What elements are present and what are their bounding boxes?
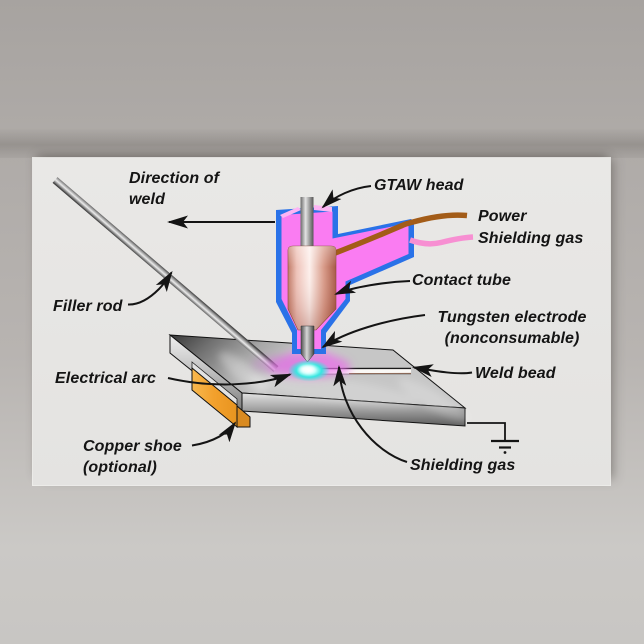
label-direction-of-weld: Direction of weld [129,170,220,208]
arrow-contact-tube [334,280,411,295]
power-wire [329,212,468,258]
label-contact-tube: Contact tube [412,272,511,289]
label-copper-shoe: Copper shoe (optional) [83,438,182,476]
torch-wall-top-left [280,207,301,218]
label-power: Power [478,208,527,225]
label-filler-rod: Filler rod [53,298,123,315]
label-tungsten-electrode: Tungsten electrode (nonconsumable) [437,309,587,347]
contact-tube-assembly [287,245,337,363]
label-electrical-arc: Electrical arc [55,370,157,387]
label-shielding-gas-supply: Shielding gas [478,230,584,247]
tungsten-electrode [300,325,315,363]
arrow-gtaw-head [321,185,372,209]
supply-lines [329,212,474,258]
label-shielding-gas-flow: Shielding gas [410,457,516,474]
electric-arc [288,359,330,382]
arrow-filler-rod [127,270,173,306]
electrode-upper-rod [300,197,314,259]
arrow-copper-shoe [191,421,237,447]
arrow-weld-bead [412,364,473,378]
ground-symbol [467,422,519,454]
gtaw-diagram-art [52,177,519,463]
arrow-tungsten-electrode [321,314,426,349]
leader-arrows [127,185,473,463]
welding-diagram-poster: Direction of weld GTAW head Power Shield… [32,157,611,486]
gas-hose [409,234,474,247]
arrow-electrical-arc [167,373,292,388]
label-gtaw-head: GTAW head [374,177,464,194]
label-weld-bead: Weld bead [475,365,556,382]
wall-shadow [0,128,644,158]
arrow-shielding-gas-flow [333,365,408,463]
